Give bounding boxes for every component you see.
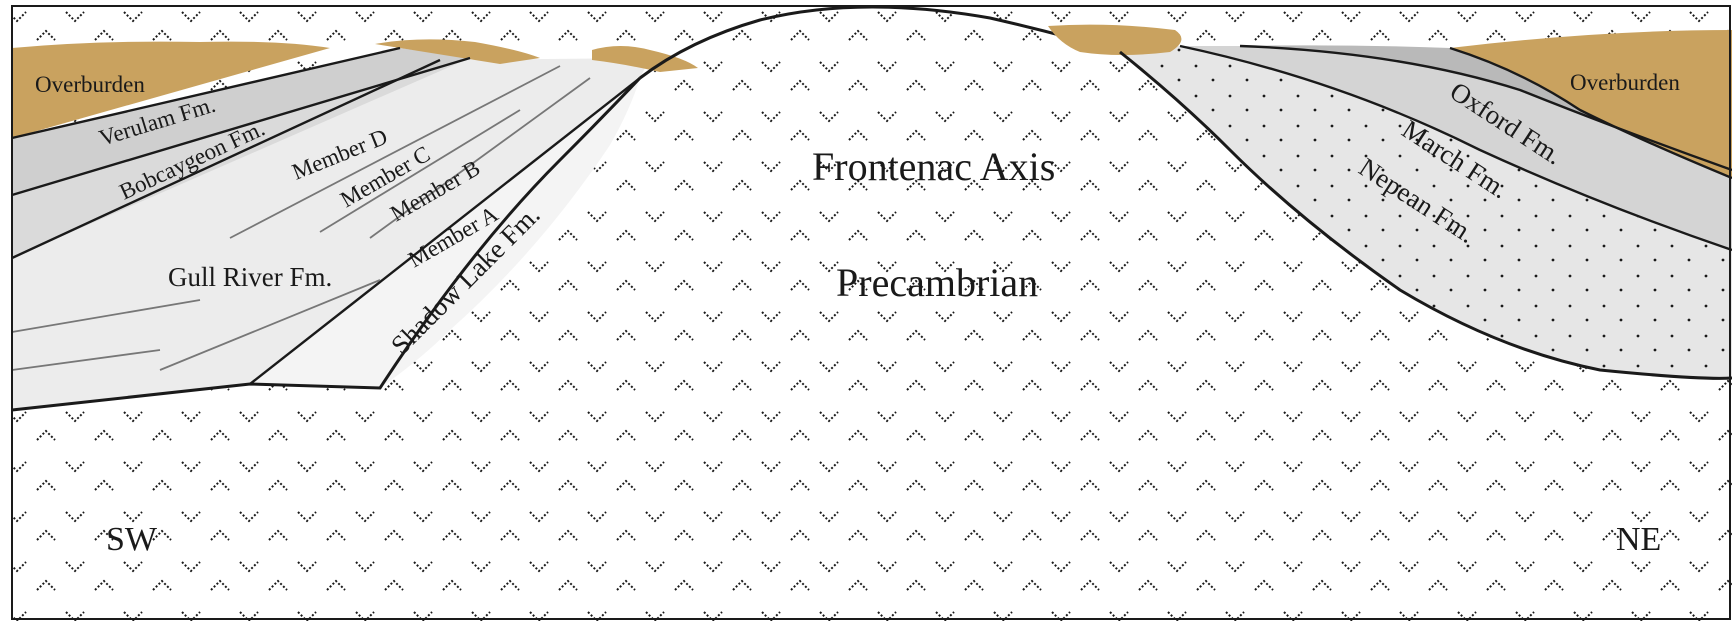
gull-river-label: Gull River Fm.	[168, 262, 332, 292]
frontenac-axis-label: Frontenac Axis	[812, 144, 1055, 189]
ne-overburden-label: Overburden	[1570, 70, 1680, 95]
ne-direction-label: NE	[1616, 521, 1661, 558]
precambrian-label: Precambrian	[836, 260, 1038, 305]
sw-direction-label: SW	[106, 521, 158, 558]
sw-overburden-label: Overburden	[35, 72, 145, 97]
